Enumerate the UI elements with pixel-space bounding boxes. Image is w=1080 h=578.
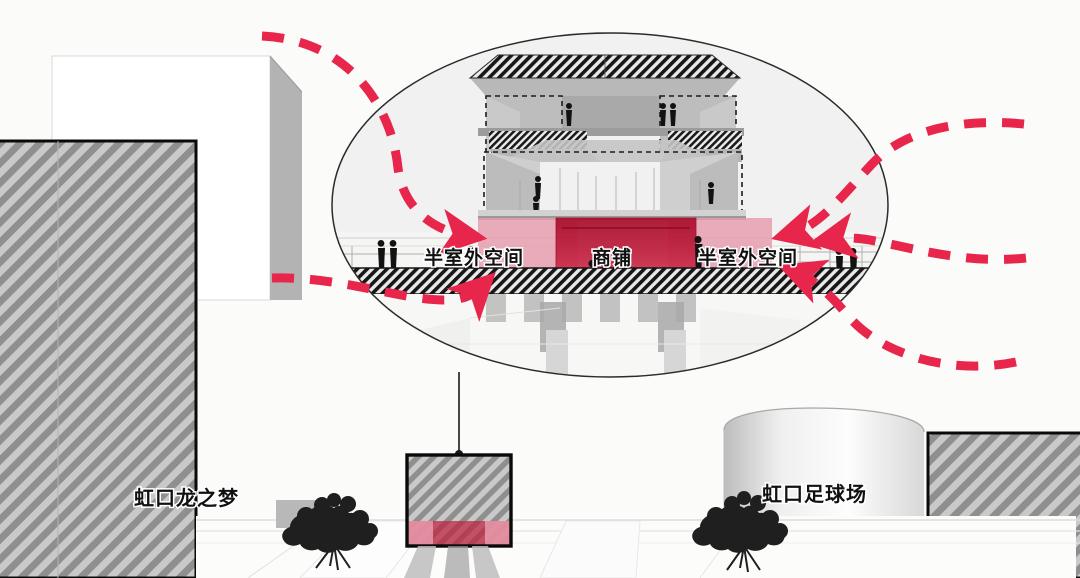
people-level-1 [533, 176, 714, 217]
arrow-in-top-left [261, 31, 488, 256]
label-semi-outdoor-right: 半室外空间 [696, 246, 799, 271]
arrow-in-mid-right [808, 212, 1027, 264]
label-semi-outdoor-left: 半室外空间 [422, 246, 525, 271]
tree-left [282, 493, 378, 571]
inset-building-box [404, 453, 513, 578]
arrow-in-top-right [771, 118, 1025, 250]
magnifier-ellipse-outline [331, 32, 889, 378]
label-hongkou-longemont: 虹口龙之梦 [133, 485, 240, 512]
label-shop: 商铺 [590, 246, 633, 271]
arrow-in-lower-right [777, 259, 1017, 371]
left-mall-block [0, 139, 198, 578]
people-level-2 [566, 103, 676, 126]
label-hongkou-stadium: 虹口足球场 [761, 481, 868, 508]
atrium-void [483, 140, 743, 219]
tree-right [692, 491, 788, 573]
arrow-in-lower-left [271, 272, 496, 322]
